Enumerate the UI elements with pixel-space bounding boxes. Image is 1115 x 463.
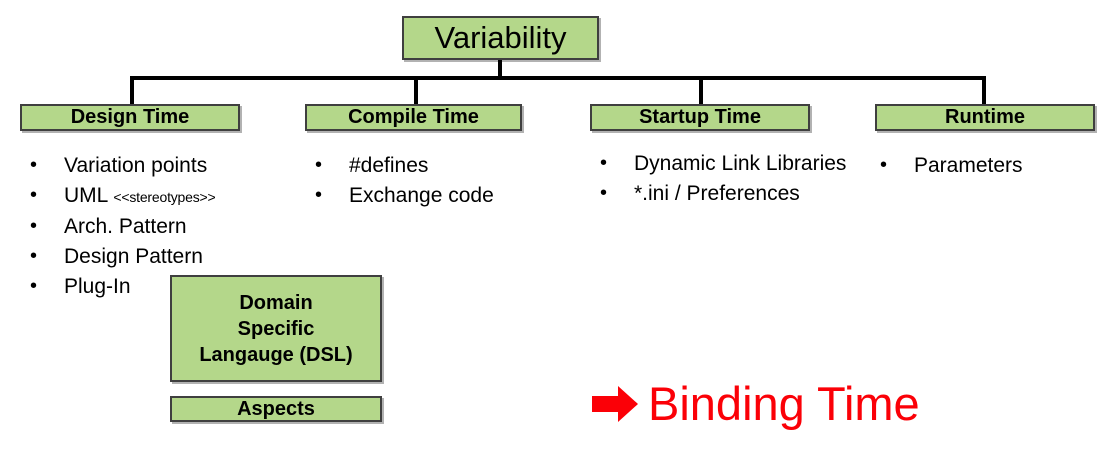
node-aspects-label: Aspects [237, 397, 315, 420]
list-item-label: *.ini / Preferences [634, 182, 800, 206]
list-item-label: Plug-In [64, 275, 131, 299]
binding-time-callout: Binding Time [592, 380, 920, 427]
bullet-list-startup-time: • Dynamic Link Libraries • *.ini / Prefe… [600, 150, 865, 211]
node-startup-time: Startup Time [590, 104, 810, 131]
list-item-label: Design Pattern [64, 244, 203, 268]
node-design-time: Design Time [20, 104, 240, 131]
list-item-label-main: UML [64, 184, 114, 208]
list-item: • UML <<stereotypes>> [30, 182, 295, 209]
bullet-icon: • [30, 214, 38, 237]
bullet-icon: • [880, 154, 888, 176]
bullet-icon: • [30, 184, 38, 207]
list-item: • Variation points [30, 152, 295, 179]
connector-drop-runtime [982, 76, 986, 105]
bullet-icon: • [30, 154, 38, 176]
list-item-label-stereotype: <<stereotypes>> [113, 189, 216, 206]
list-item-label: UML <<stereotypes>> [64, 182, 295, 209]
bullet-list-compile-time: • #defines • Exchange code [315, 152, 565, 213]
bullet-icon: • [315, 184, 323, 207]
connector-root-stem [498, 60, 502, 79]
bullet-icon: • [600, 152, 608, 174]
node-dsl-line-1: Domain [239, 291, 313, 314]
node-dsl-line-2: Specific [237, 317, 315, 340]
list-item-label: Dynamic Link Libraries [634, 152, 847, 175]
bullet-icon: • [600, 182, 608, 205]
bullet-icon: • [30, 244, 38, 267]
list-item: • Dynamic Link Libraries [600, 150, 865, 177]
node-dsl-line-3: Langauge (DSL) [199, 343, 353, 366]
list-item: • Plug-In [30, 273, 295, 300]
list-item: • #defines [315, 152, 565, 179]
list-item: • *.ini / Preferences [600, 180, 865, 207]
node-startup-time-label: Startup Time [639, 106, 761, 128]
node-domain-specific-language: Domain Specific Langauge (DSL) [170, 275, 382, 382]
list-item-label: Exchange code [349, 184, 494, 208]
bullet-icon: • [30, 275, 38, 298]
list-item-label: Variation points [64, 154, 208, 177]
list-item-label: Parameters [914, 154, 1023, 177]
node-variability: Variability [402, 16, 599, 60]
connector-horizontal-bus [130, 76, 986, 80]
bullet-list-design-time: • Variation points • UML <<stereotypes>>… [30, 152, 295, 303]
node-variability-label: Variability [434, 20, 567, 55]
bullet-list-runtime: • Parameters [880, 152, 1105, 182]
node-compile-time: Compile Time [305, 104, 522, 131]
node-aspects: Aspects [170, 396, 382, 422]
list-item-label: Arch. Pattern [64, 214, 187, 238]
node-runtime: Runtime [875, 104, 1095, 131]
node-design-time-label: Design Time [70, 106, 190, 128]
node-compile-time-label: Compile Time [348, 106, 479, 128]
list-item: • Arch. Pattern [30, 213, 295, 240]
bullet-icon: • [315, 154, 323, 176]
list-item: • Design Pattern [30, 243, 295, 270]
connector-drop-compile-time [414, 76, 418, 105]
connector-drop-design-time [130, 76, 134, 105]
right-arrow-icon [592, 385, 638, 422]
binding-time-label: Binding Time [648, 377, 920, 430]
connector-drop-startup-time [699, 76, 703, 105]
list-item-label: #defines [349, 154, 429, 177]
list-item: • Exchange code [315, 182, 565, 209]
node-runtime-label: Runtime [945, 106, 1025, 128]
list-item: • Parameters [880, 152, 1105, 179]
